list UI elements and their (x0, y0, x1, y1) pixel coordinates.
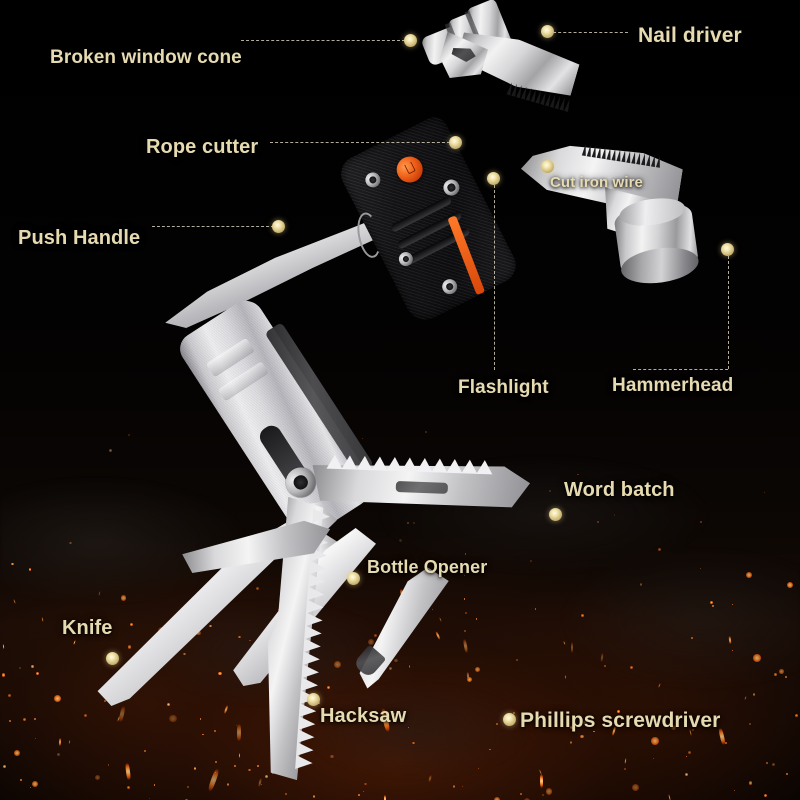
callout-marker-broken-window-cone[interactable] (404, 34, 417, 47)
callout-label-word-batch: Word batch (564, 479, 675, 501)
callout-label-phillips-screwdriver: Phillips screwdriver (520, 709, 721, 732)
callout-marker-hacksaw[interactable] (307, 693, 320, 706)
callout-marker-phillips-screwdriver[interactable] (503, 713, 516, 726)
callout-line-nail-driver (553, 32, 628, 33)
callout-line-rope-cutter (270, 142, 450, 143)
callout-marker-rope-cutter[interactable] (449, 136, 462, 149)
callout-marker-push-handle[interactable] (272, 220, 285, 233)
callout-line-push-handle (152, 226, 274, 227)
callout-marker-word-batch[interactable] (549, 508, 562, 521)
background-rocks (0, 368, 800, 800)
callout-marker-nail-driver[interactable] (541, 25, 554, 38)
callout-label-rope-cutter: Rope cutter (146, 136, 259, 158)
callout-marker-cut-iron-wire[interactable] (541, 160, 554, 173)
callout-label-nail-driver: Nail driver (638, 24, 742, 47)
callout-marker-bottle-opener[interactable] (347, 572, 360, 585)
callout-label-broken-window-cone: Broken window cone (50, 47, 242, 68)
callout-line-hammerhead-horizontal (633, 369, 728, 370)
callout-marker-hammerhead[interactable] (721, 243, 734, 256)
callout-line-hammerhead-vertical (728, 256, 729, 369)
callout-label-hacksaw: Hacksaw (320, 705, 407, 727)
callout-label-push-handle: Push Handle (18, 227, 141, 249)
callout-line-flashlight (494, 185, 495, 370)
callout-label-cut-iron-wire: Cut iron wire (550, 174, 643, 191)
callout-label-bottle-opener: Bottle Opener (367, 557, 488, 577)
callout-label-flashlight: Flashlight (458, 377, 549, 398)
hammerhead-part (606, 190, 719, 301)
callout-label-hammerhead: Hammerhead (612, 375, 734, 396)
callout-line-broken-window-cone (241, 40, 405, 41)
callout-label-knife: Knife (62, 617, 113, 639)
callout-marker-flashlight[interactable] (487, 172, 500, 185)
callout-marker-knife[interactable] (106, 652, 119, 665)
